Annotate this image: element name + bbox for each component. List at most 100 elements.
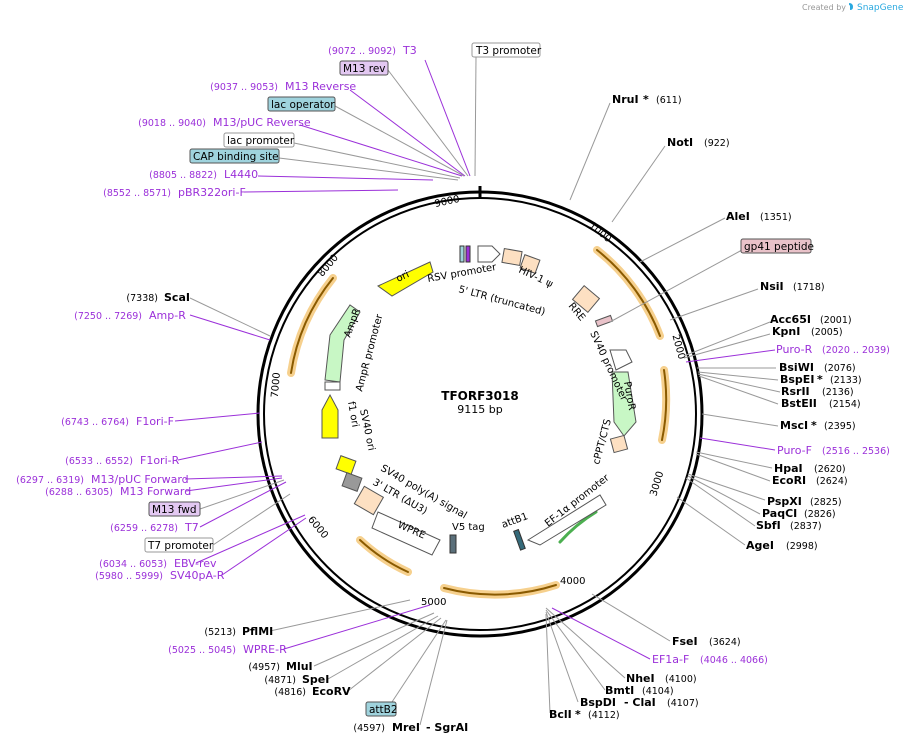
wpre-r-name: WPRE-R bbox=[243, 643, 287, 656]
nrui-star: * bbox=[643, 93, 649, 106]
t7-name: T7 bbox=[184, 521, 199, 534]
nsii-name: NsiI bbox=[760, 280, 784, 293]
line-puro-r bbox=[685, 349, 776, 363]
bcli-pos: (4112) bbox=[588, 710, 620, 721]
line-sv40pa-r bbox=[221, 517, 307, 576]
line-mrei bbox=[419, 619, 448, 726]
paqci-pos: (2826) bbox=[804, 509, 836, 520]
ef1a-f-name: EF1a-F bbox=[652, 653, 689, 666]
scai-name: ScaI bbox=[164, 291, 190, 304]
arc-feature-4 bbox=[356, 536, 412, 576]
line-fsei bbox=[591, 593, 671, 642]
t7-promoter-label: T7 promoter bbox=[147, 540, 214, 552]
line-amp-r bbox=[189, 314, 271, 341]
tick-8000: 8000 bbox=[316, 253, 341, 280]
rre-box bbox=[571, 284, 601, 314]
cppt-label: cPPT/CTS bbox=[591, 418, 614, 466]
line-pspxi bbox=[687, 473, 766, 501]
hpai-name: HpaI bbox=[774, 462, 803, 475]
line-m13-rev bbox=[387, 69, 469, 177]
line-t3 bbox=[424, 59, 471, 177]
pbr322-name: pBR322ori-F bbox=[178, 186, 246, 199]
ecori-name: EcoRI bbox=[772, 474, 806, 487]
puror-arrow bbox=[611, 371, 637, 437]
amp-r-range: (7250 .. 7269) bbox=[74, 311, 142, 322]
lac-promoter-label: lac promoter bbox=[227, 135, 295, 147]
pspxi-name: PspXI bbox=[767, 495, 802, 508]
bspdi-pos: (4107) bbox=[667, 698, 699, 709]
line-rsrii bbox=[697, 373, 781, 393]
hpai-pos: (2620) bbox=[814, 464, 846, 475]
line-m13-fwd bbox=[185, 477, 283, 492]
kpni-name: KpnI bbox=[772, 325, 800, 338]
line-bcli bbox=[545, 613, 551, 714]
m13-fwd-label: M13 fwd bbox=[152, 504, 197, 516]
pbr322-range: (8552 .. 8571) bbox=[103, 188, 171, 199]
agei-pos: (2998) bbox=[786, 541, 818, 552]
m13-puc-forward-name: M13/pUC Forward bbox=[91, 473, 189, 486]
arc-feature-3-line bbox=[443, 584, 557, 596]
ampr-promoter-label: AmpR promoter bbox=[354, 312, 385, 392]
line-mlui bbox=[313, 612, 435, 667]
t7-range: (6259 .. 6278) bbox=[110, 523, 178, 534]
sgrai-name: - SgrAI bbox=[426, 721, 468, 734]
line-f1ori-r bbox=[177, 441, 263, 461]
restriction-labels-right: NruI * (611) NotI (922) AleI (1351) NsiI… bbox=[549, 93, 862, 721]
bsiwi-name: BsiWI bbox=[779, 361, 814, 374]
tick-3000: 3000 bbox=[648, 470, 666, 498]
puror-label: PuroR bbox=[621, 381, 637, 412]
line-t7-promoter bbox=[212, 493, 291, 546]
msci-name: MscI bbox=[780, 419, 808, 432]
v5-tag-box bbox=[449, 534, 457, 554]
mrei-name: MreI bbox=[392, 721, 420, 734]
m13-puc-reverse-name: M13/pUC Reverse bbox=[213, 116, 311, 129]
line-ebv-rev bbox=[195, 514, 306, 564]
ori-arrow bbox=[377, 261, 434, 297]
puro-f-range: (2516 .. 2536) bbox=[822, 446, 890, 457]
rsrii-name: RsrII bbox=[781, 385, 810, 398]
bmti-name: BmtI bbox=[605, 684, 634, 697]
mlui-pos: (4957) bbox=[248, 662, 280, 673]
wpre-r-range: (5025 .. 5045) bbox=[168, 645, 236, 656]
mrei-pos: (4597) bbox=[353, 723, 385, 734]
lac-promoter-box bbox=[223, 132, 295, 148]
alei-pos: (1351) bbox=[760, 212, 792, 223]
t3-range: (9072 .. 9092) bbox=[328, 46, 396, 57]
arc-feature-1-line bbox=[596, 249, 661, 337]
line-lac-operator bbox=[334, 105, 465, 177]
cap-marker bbox=[459, 245, 465, 263]
line-attb2 bbox=[389, 619, 447, 706]
nrui-pos: (611) bbox=[656, 95, 682, 106]
gp41-box bbox=[594, 314, 614, 328]
cap-binding-label: CAP binding site bbox=[193, 151, 279, 163]
line-bspdi bbox=[545, 611, 579, 703]
line-alei bbox=[639, 217, 726, 263]
noti-pos: (922) bbox=[704, 138, 730, 149]
m13-rev-box bbox=[339, 60, 389, 76]
sbfi-name: SbfI bbox=[756, 519, 781, 532]
bsteii-name: BstEII bbox=[781, 397, 817, 410]
ltr5-box bbox=[501, 247, 523, 267]
f1-ori-arrow bbox=[321, 393, 339, 439]
t7-promoter-box bbox=[144, 537, 214, 553]
clai-name: - ClaI bbox=[624, 696, 656, 709]
pspxi-pos: (2825) bbox=[810, 497, 842, 508]
line-nsii bbox=[669, 288, 759, 321]
arc-feature-5-line bbox=[290, 277, 334, 374]
line-m13-reverse bbox=[349, 89, 466, 177]
primer-labels-right: Puro-R (2020 .. 2039) Puro-F (2516 .. 25… bbox=[652, 343, 890, 666]
m13-reverse-range: (9037 .. 9053) bbox=[210, 82, 278, 93]
m13-rev-label: M13 rev bbox=[343, 63, 386, 75]
alei-name: AleI bbox=[726, 210, 750, 223]
tick-1000: 1000 bbox=[587, 220, 614, 245]
fsei-name: FseI bbox=[672, 635, 698, 648]
arc-feature-5 bbox=[287, 274, 337, 377]
acc65i-pos: (2001) bbox=[820, 315, 852, 326]
line-l4440 bbox=[257, 175, 434, 181]
line-ecori bbox=[695, 453, 771, 482]
plasmid-size: 9115 bp bbox=[457, 403, 502, 416]
rsrii-pos: (2136) bbox=[822, 387, 854, 398]
line-m13-puc-reverse bbox=[299, 124, 463, 177]
bmti-pos: (4104) bbox=[642, 686, 674, 697]
